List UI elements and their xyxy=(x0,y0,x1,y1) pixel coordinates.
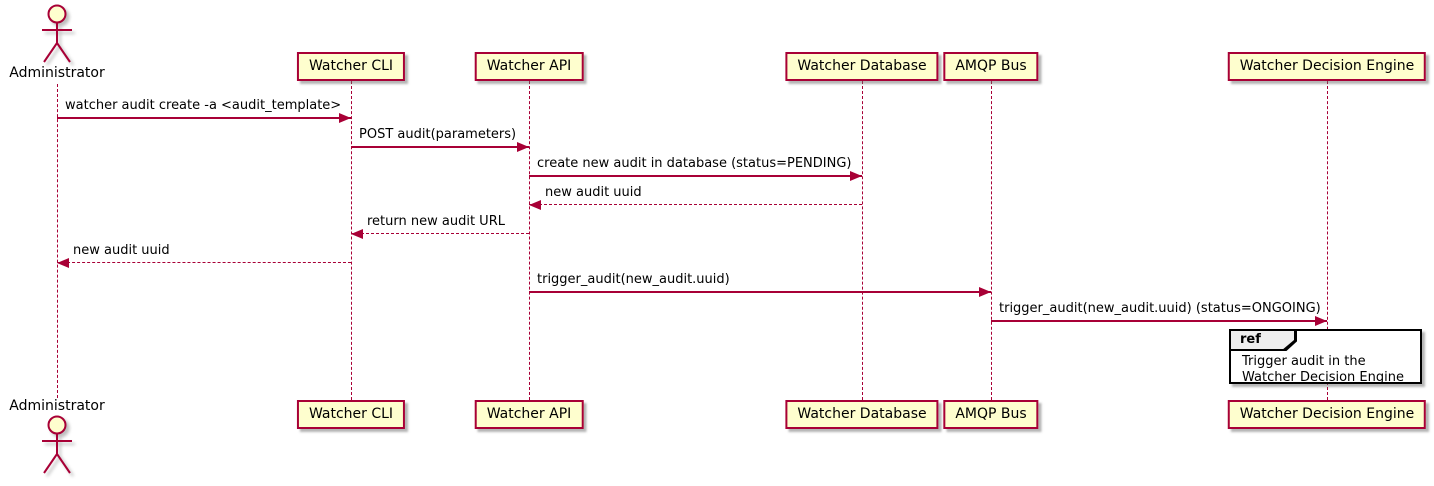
message-label: new audit uuid xyxy=(545,185,642,200)
message-arrowhead-administrator xyxy=(57,258,69,268)
message-arrowhead-watcher-api xyxy=(529,200,541,210)
participant-box-amqp-bus-bottom: AMQP Bus xyxy=(943,400,1039,429)
message-arrow-amqp-bus-to-watcher-decision-engine xyxy=(991,320,1327,322)
actor-stick-figure-icon-bottom xyxy=(42,415,72,474)
message-arrowhead-watcher-decision-engine xyxy=(1315,316,1327,326)
lifeline-amqp-bus xyxy=(991,81,992,400)
participant-box-watcher-cli-bottom: Watcher CLI xyxy=(296,400,406,429)
message-arrow-watcher-api-to-amqp-bus xyxy=(529,291,991,293)
lifeline-watcher-api xyxy=(529,81,530,400)
message-arrow-watcher-api-to-watcher-cli xyxy=(351,233,529,234)
lifeline-watcher-decision-engine xyxy=(1327,81,1328,400)
ref-text-line-1: Trigger audit in the xyxy=(1242,354,1366,369)
message-arrow-watcher-cli-to-administrator xyxy=(57,262,351,263)
participant-box-watcher-cli-top: Watcher CLI xyxy=(296,52,406,81)
participant-box-watcher-api-bottom: Watcher API xyxy=(474,400,584,429)
participant-box-watcher-database-bottom: Watcher Database xyxy=(785,400,939,429)
participant-box-watcher-api-top: Watcher API xyxy=(474,52,584,81)
message-arrow-watcher-cli-to-watcher-api xyxy=(351,146,529,148)
lifeline-watcher-cli xyxy=(351,81,352,400)
participant-box-watcher-database-top: Watcher Database xyxy=(785,52,939,81)
lifeline-administrator xyxy=(57,84,58,398)
message-arrowhead-watcher-database xyxy=(850,171,862,181)
message-arrowhead-watcher-cli xyxy=(351,229,363,239)
participant-box-watcher-decision-engine-bottom: Watcher Decision Engine xyxy=(1227,400,1427,429)
message-label: return new audit URL xyxy=(367,214,505,229)
message-arrowhead-watcher-cli xyxy=(339,113,351,123)
actor-label-administrator-top: Administrator xyxy=(9,65,105,81)
participant-box-watcher-decision-engine-top: Watcher Decision Engine xyxy=(1227,52,1427,81)
message-label: trigger_audit(new_audit.uuid) xyxy=(537,272,730,287)
actor-label-administrator-bottom: Administrator xyxy=(9,398,105,414)
message-label: trigger_audit(new_audit.uuid) (status=ON… xyxy=(999,301,1321,316)
participant-box-amqp-bus-top: AMQP Bus xyxy=(943,52,1039,81)
lifeline-watcher-database xyxy=(862,81,863,400)
message-label: new audit uuid xyxy=(73,243,170,258)
message-arrow-administrator-to-watcher-cli xyxy=(57,117,351,119)
message-arrowhead-amqp-bus xyxy=(979,287,991,297)
message-label: create new audit in database (status=PEN… xyxy=(537,156,852,171)
ref-text-line-2: Watcher Decision Engine xyxy=(1242,370,1404,385)
ref-keyword: ref xyxy=(1231,331,1294,349)
actor-stick-figure-icon-top xyxy=(42,4,72,63)
message-arrowhead-watcher-api xyxy=(517,142,529,152)
message-label: watcher audit create -a <audit_template> xyxy=(65,98,342,113)
message-arrow-watcher-api-to-watcher-database xyxy=(529,175,862,177)
message-label: POST audit(parameters) xyxy=(359,127,517,142)
message-arrow-watcher-database-to-watcher-api xyxy=(529,204,862,205)
